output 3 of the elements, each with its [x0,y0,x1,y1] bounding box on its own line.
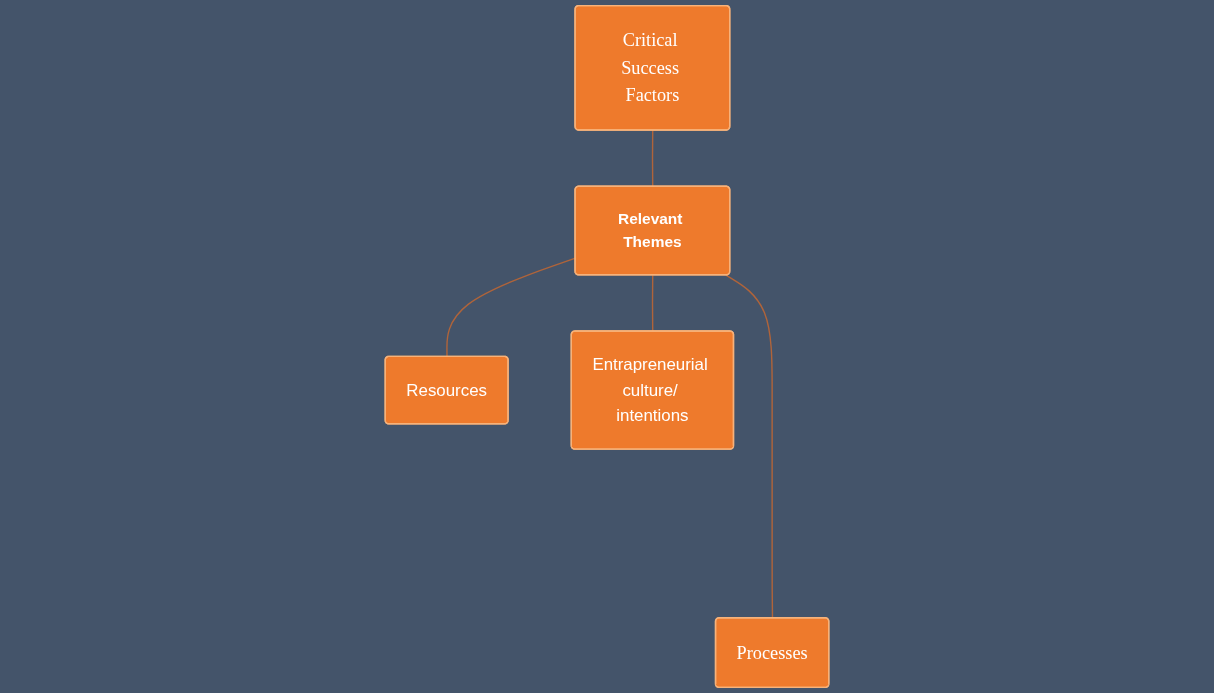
connector [651,129,654,188]
connector [725,274,774,619]
connector [651,274,654,333]
